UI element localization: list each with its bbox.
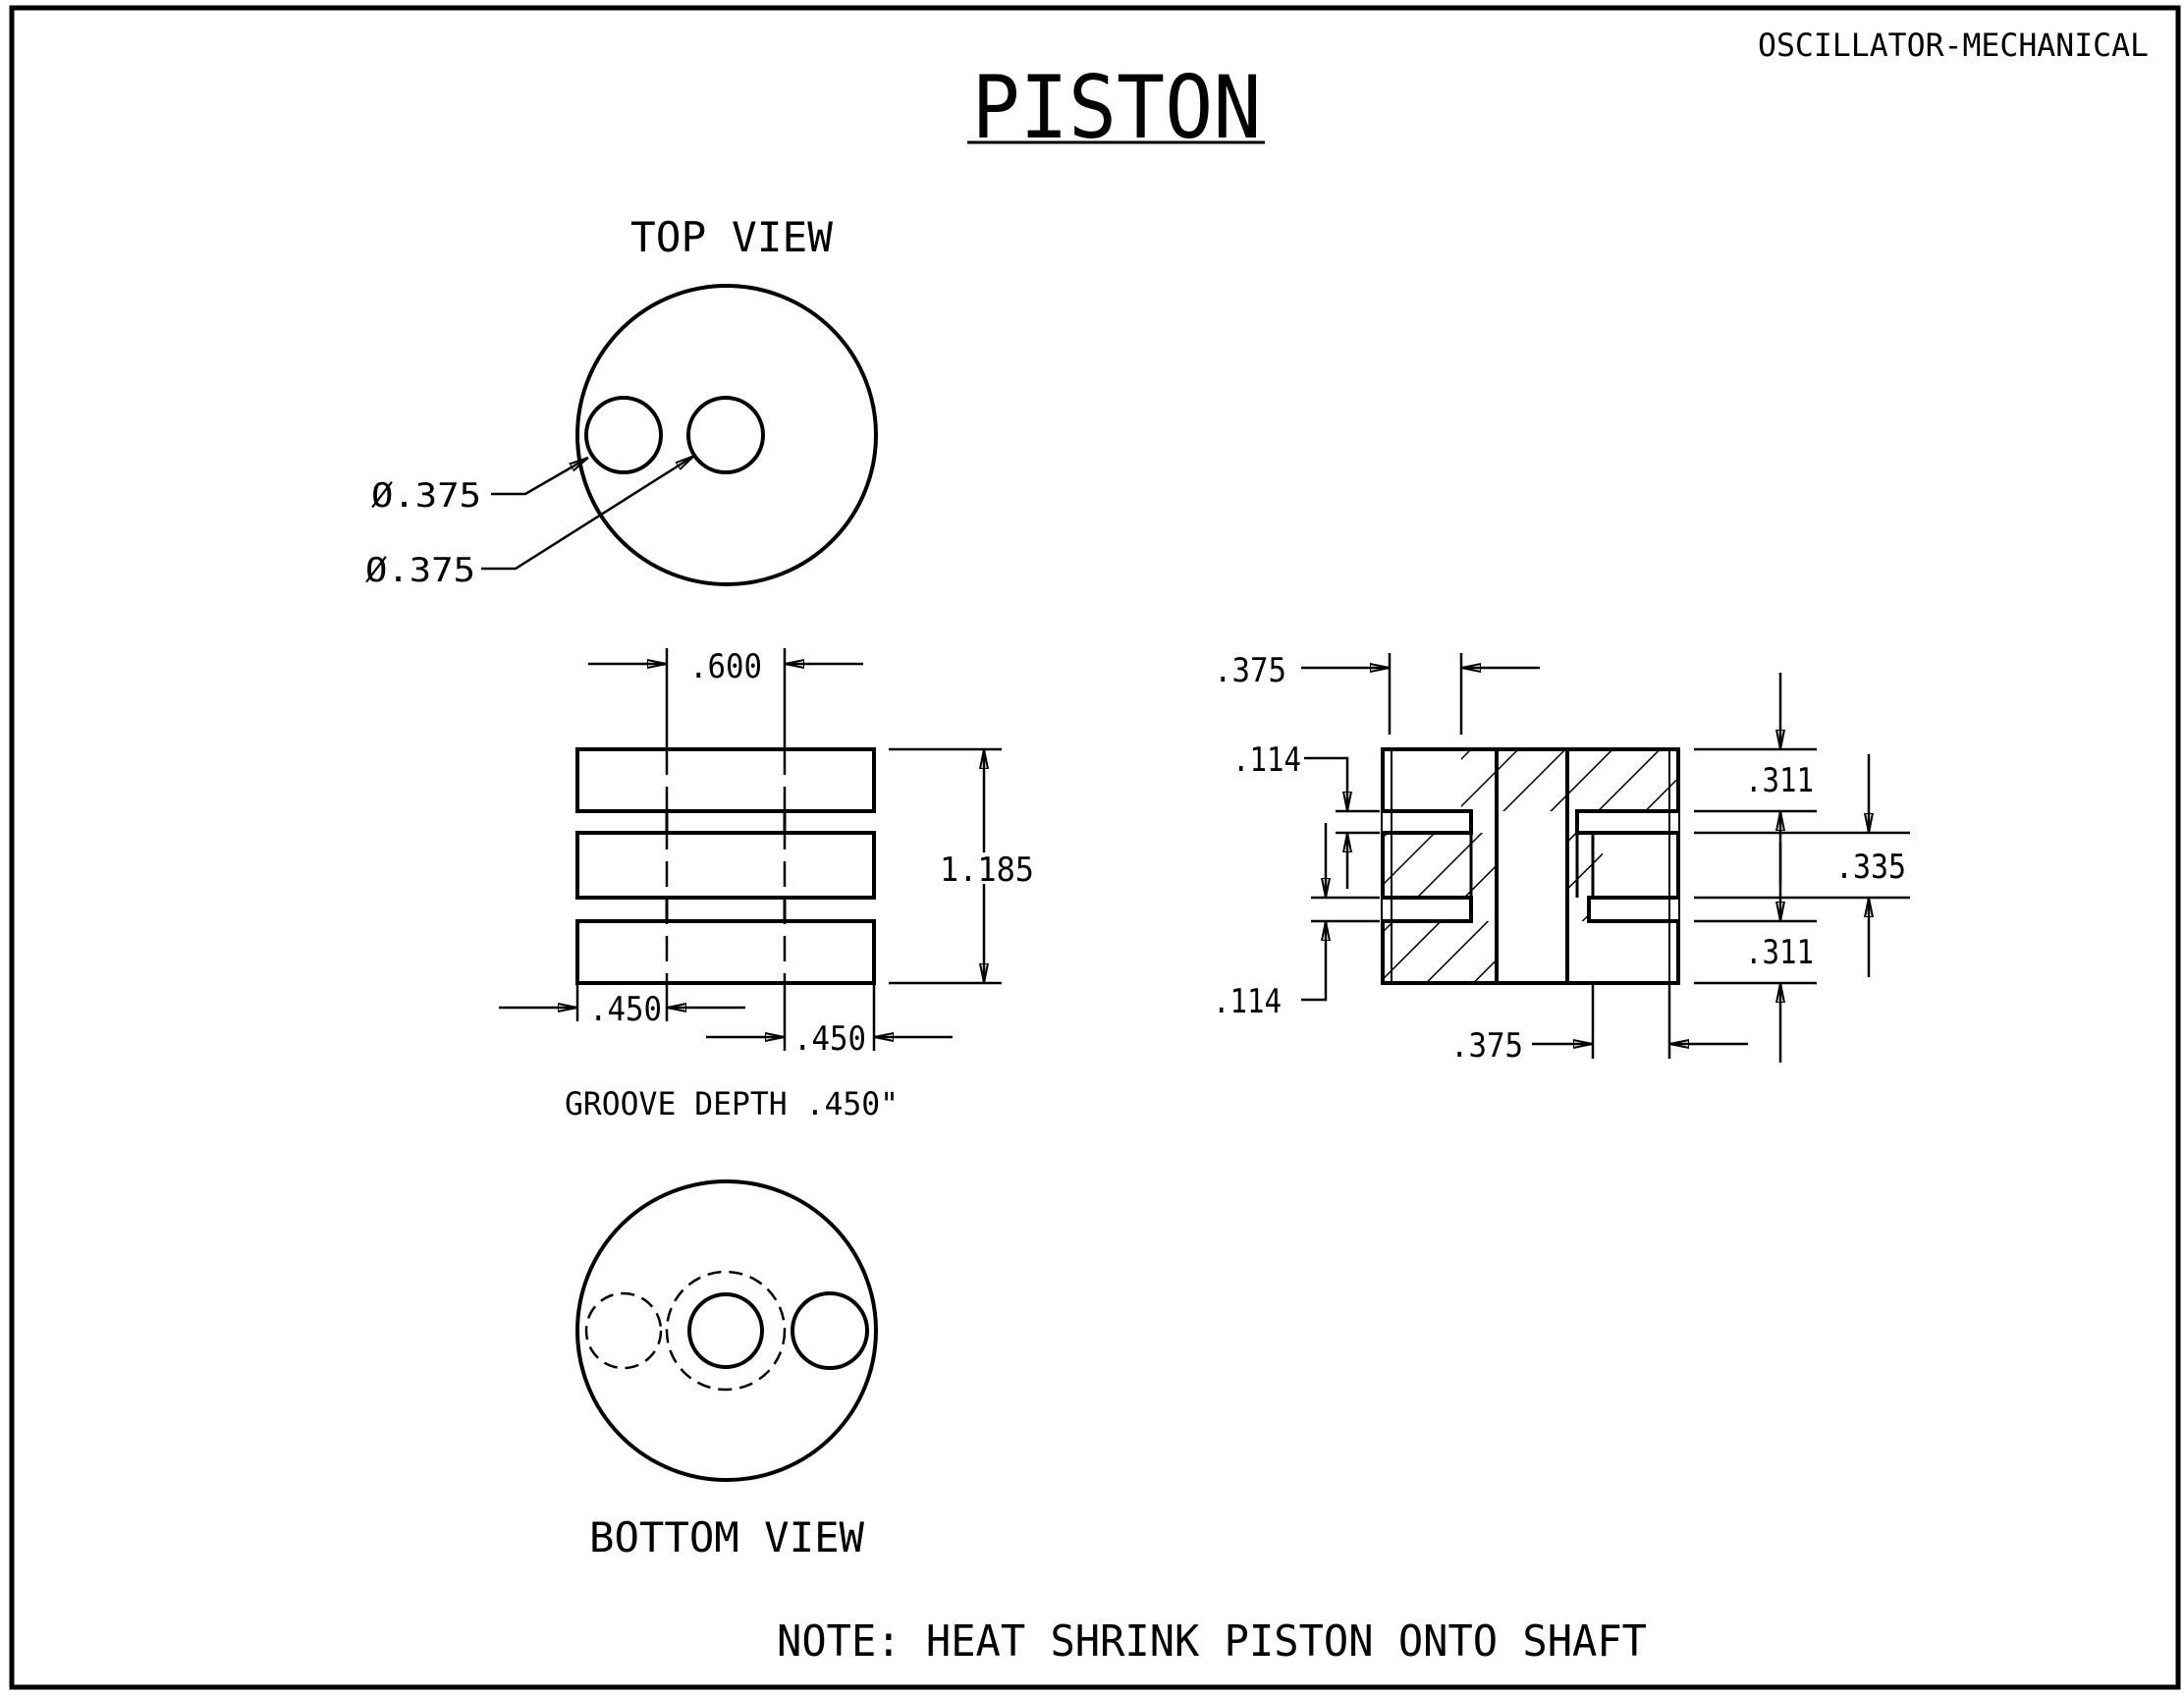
dim-section-groove-bottom — [1301, 823, 1380, 1002]
dim-height-label: 1.185 — [940, 850, 1034, 890]
front-ring-bottom — [575, 919, 876, 985]
dim-bore-spacing — [588, 648, 863, 749]
dim-section-bore-top-label: .375 — [1214, 651, 1286, 690]
dim-section-rings — [1694, 673, 1910, 1063]
bottom-view-hole-right — [791, 1291, 869, 1370]
bottom-view-outline — [575, 1179, 878, 1482]
top-view-label: TOP VIEW — [630, 213, 834, 261]
section-bore — [1495, 747, 1569, 985]
groove-depth-note: GROOVE DEPTH .450" — [565, 1085, 899, 1122]
dim-groove-right-label: .450 — [793, 1019, 866, 1059]
bottom-view — [575, 1179, 878, 1482]
front-ring-middle — [575, 831, 876, 900]
section-view — [1381, 747, 1680, 985]
dim-groove-right — [706, 983, 953, 1051]
front-ring-top — [575, 747, 876, 813]
dim-section-groove-top-label: .114 — [1232, 740, 1301, 780]
drawing-id: OSCILLATOR-MECHANICAL — [1758, 27, 2149, 64]
dim-groove-left-label: .450 — [589, 990, 662, 1029]
dim-section-bore-bottom-label: .375 — [1450, 1026, 1523, 1066]
dim-section-ring-top-label: .311 — [1745, 761, 1814, 800]
hole-dim-a: Ø.375 — [371, 476, 481, 516]
top-view-hole-left — [584, 396, 663, 474]
dim-bore-spacing-label: .600 — [689, 647, 762, 686]
hole-leader-b — [481, 454, 694, 571]
dim-section-bore-top — [1301, 653, 1540, 735]
hole-leader-a — [491, 456, 588, 496]
top-view-outline — [575, 284, 878, 586]
bottom-view-hidden-hole-left — [584, 1291, 663, 1370]
dim-groove-left — [499, 983, 745, 1021]
hole-dim-b: Ø.375 — [365, 551, 475, 590]
bottom-view-center-hole — [687, 1292, 764, 1369]
dim-section-bore-bottom — [1532, 983, 1748, 1059]
front-view — [575, 747, 876, 985]
dim-height — [889, 747, 1002, 985]
dim-section-groove-bottom-label: .114 — [1213, 982, 1282, 1021]
dim-section-groove-top — [1304, 756, 1380, 889]
top-view-hole-right — [686, 396, 765, 474]
top-view — [575, 284, 878, 586]
assembly-note: NOTE: HEAT SHRINK PISTON ONTO SHAFT — [777, 1616, 1647, 1667]
dim-section-ring-mid-label: .335 — [1835, 848, 1906, 887]
dim-section-ring-bottom-label: .311 — [1745, 933, 1814, 972]
bottom-view-label: BOTTOM VIEW — [589, 1513, 865, 1561]
drawing-border — [9, 5, 2181, 1690]
bottom-view-hidden-counterbore — [665, 1270, 787, 1392]
